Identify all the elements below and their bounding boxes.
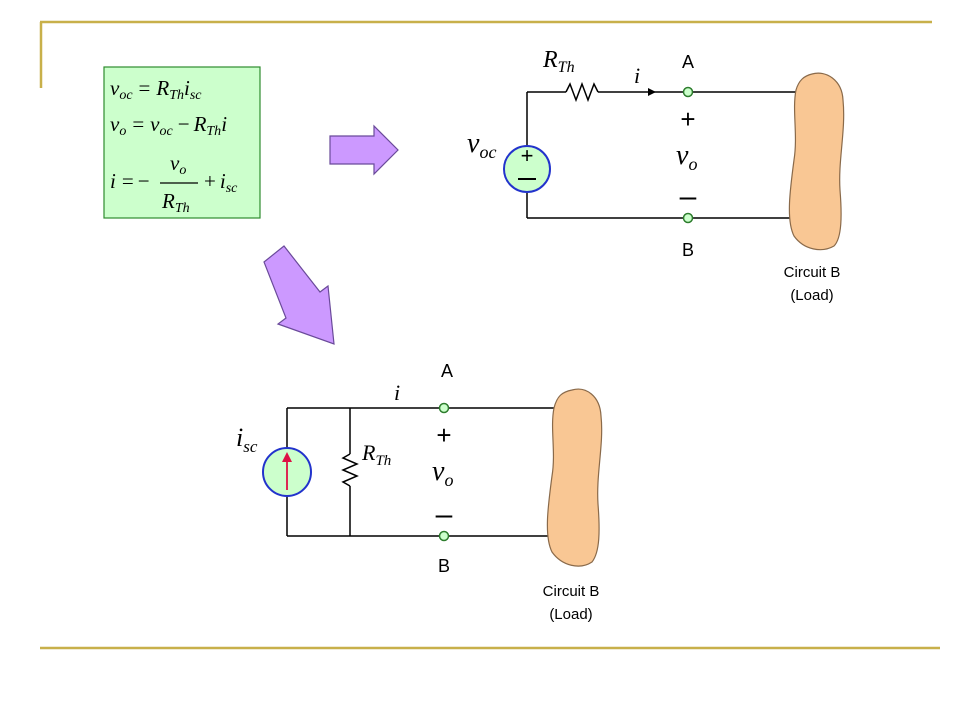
thevenin-current-label: i	[634, 63, 640, 88]
thevenin-source-label: voc	[467, 128, 496, 162]
thevenin-terminal-b-label: B	[682, 240, 694, 260]
norton-terminal-b-label: B	[438, 556, 450, 576]
norton-current-label: i	[394, 380, 400, 405]
norton-resistor-label: RTh	[361, 440, 391, 469]
thevenin-resistor-rth	[565, 81, 599, 103]
equation-3-numerator: vo	[170, 151, 186, 178]
norton-load-blob	[546, 388, 603, 567]
norton-vo-plus: +	[436, 420, 451, 450]
equation-3-denominator: RTh	[161, 189, 190, 216]
equation-3-lhs: i=−	[110, 169, 150, 193]
thevenin-load-label-line2: (Load)	[790, 287, 833, 304]
thevenin-resistor-label: RTh	[542, 47, 575, 76]
equation-3-tail: +isc	[204, 169, 238, 196]
equations-box-background	[103, 66, 261, 219]
thevenin-current-arrow	[648, 88, 656, 96]
thevenin-source-plus: +	[521, 143, 534, 168]
norton-resistor-rth	[341, 453, 359, 487]
thevenin-load-label-line1: Circuit B	[784, 264, 841, 281]
thevenin-circuit: i RTh + voc A B + vo – Circuit B (Load)	[467, 47, 845, 304]
slide-frame	[39, 20, 940, 650]
norton-circuit: isc RTh i A B + vo – Circuit B (Load)	[236, 361, 603, 623]
thevenin-terminal-a	[682, 86, 694, 98]
norton-wires	[286, 407, 560, 537]
norton-terminal-b	[438, 530, 450, 542]
norton-terminal-a	[438, 402, 450, 414]
norton-vo-minus: –	[436, 498, 453, 531]
norton-terminal-a-label: A	[441, 361, 453, 381]
thevenin-terminal-b	[682, 212, 694, 224]
equation-2: vo=voc−RThi	[110, 112, 227, 139]
norton-load-label-line2: (Load)	[549, 606, 592, 623]
equation-1: voc=RThisc	[110, 76, 202, 103]
thevenin-vo-minus: –	[680, 180, 697, 213]
equations-box: voc=RThisc vo=voc−RThi i=− vo RTh +isc	[103, 66, 261, 219]
thevenin-terminal-a-label: A	[682, 52, 694, 72]
thevenin-vo-plus: +	[680, 104, 695, 134]
arrow-right-to-thevenin	[329, 124, 399, 176]
thevenin-wires	[526, 81, 802, 219]
arrow-diagonal-to-norton	[263, 245, 335, 345]
norton-source-arrow-head	[282, 452, 292, 462]
norton-source-label: isc	[236, 423, 258, 456]
thevenin-load-blob	[788, 72, 845, 251]
thevenin-voltage-source	[503, 145, 551, 193]
norton-vo-label: vo	[432, 456, 453, 490]
thevenin-vo-label: vo	[676, 140, 697, 174]
norton-load-label-line1: Circuit B	[543, 583, 600, 600]
